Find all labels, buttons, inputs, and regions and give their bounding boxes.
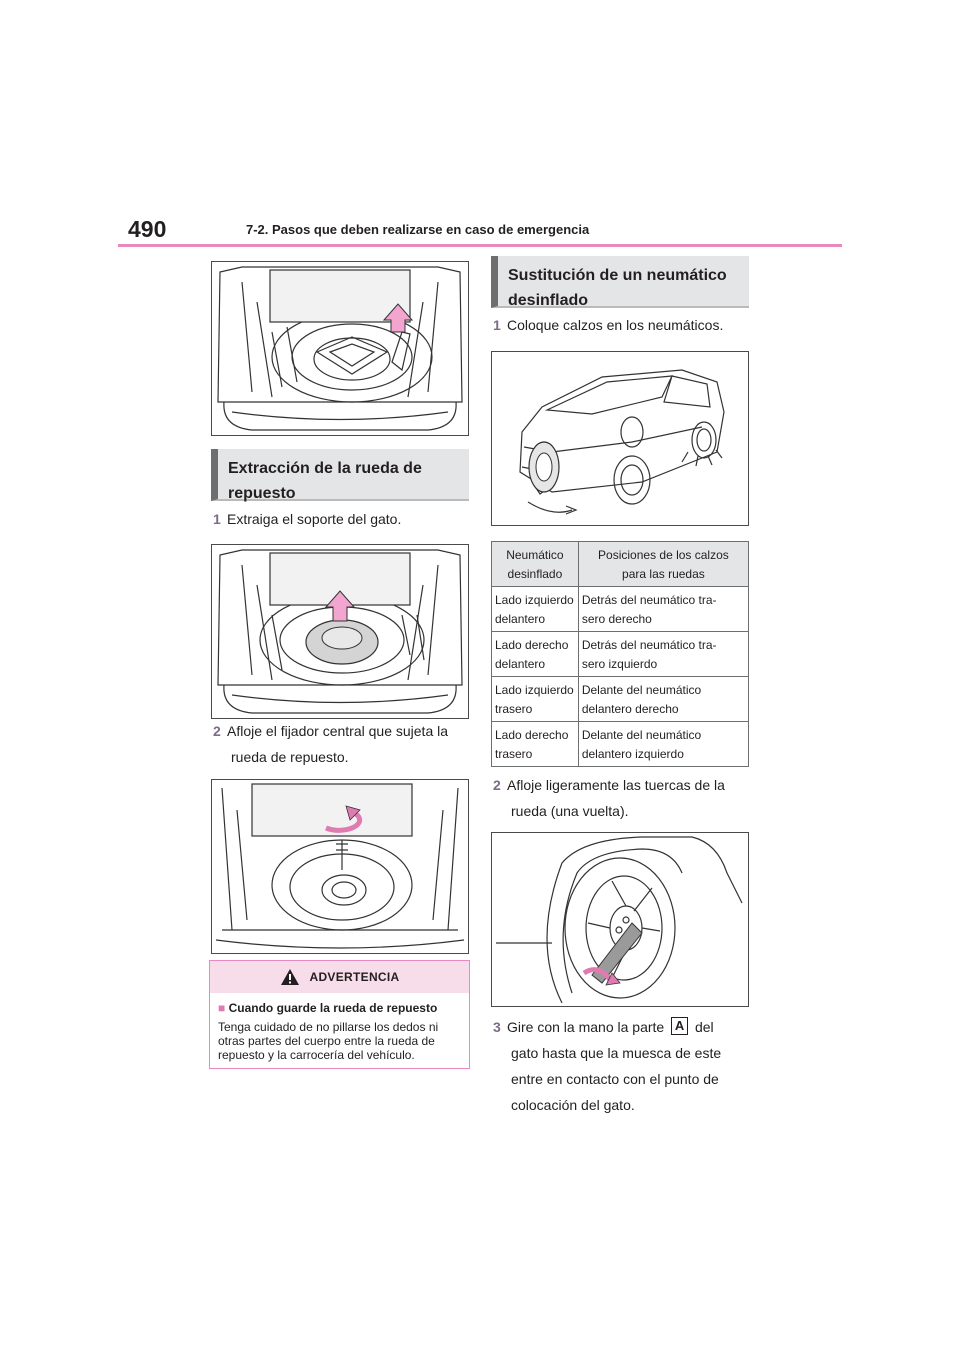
table-row: Lado derecho delantero Detrás del neumáti…	[491, 631, 750, 677]
table-cell: Detrás del neumático tra-sero derecho	[577, 586, 750, 632]
cell-line: Lado derecho	[495, 728, 569, 742]
trunk-jack-figure	[211, 261, 469, 436]
trunk-jack-illustration	[217, 266, 463, 431]
section-title-line2: desinflado	[508, 292, 589, 309]
table-row: Lado izquierdo trasero Delante del neumát…	[491, 676, 750, 722]
wheel-nuts-figure	[491, 832, 749, 1007]
table-row: Lado derecho trasero Delante del neumátic…	[491, 721, 750, 767]
cell-line: trasero	[495, 702, 533, 716]
table-header-row: Neumático desinflado Posiciones de los ca…	[491, 541, 750, 587]
step-text: Coloque calzos en los neumáticos.	[507, 317, 724, 333]
step-text-line1: Afloje el fijador central que sujeta la	[227, 723, 449, 739]
step-text-line3: entre en contacto con el punto de	[511, 1071, 719, 1087]
header-line2: para las ruedas	[622, 567, 705, 581]
table-header-cell: Neumático desinflado	[491, 541, 579, 587]
warning-title: ADVERTENCIA	[309, 970, 400, 984]
part-label-a: A	[671, 1017, 689, 1035]
step-text-line2: rueda de repuesto.	[231, 749, 349, 765]
section-title-line1: Sustitución de un neumático	[508, 267, 727, 284]
table-cell: Delante del neumático delantero izquierdo	[577, 721, 750, 767]
section-heading-flat-tire: Sustitución de un neumático desinflado	[491, 256, 749, 309]
step-1-left: 1 Extraiga el soporte del gato.	[213, 506, 469, 532]
table-cell: Lado izquierdo trasero	[491, 676, 579, 722]
step-2-left: 2 Afloje el fijador central que sujeta la…	[213, 718, 469, 770]
step-text-pre: Gire con la mano la parte	[507, 1019, 665, 1035]
cell-line: sero izquierdo	[581, 657, 658, 671]
step-text-line2: gato hasta que la muesca de este	[511, 1045, 722, 1061]
table-cell: Lado izquierdo delantero	[491, 586, 579, 632]
cell-line: delantero	[495, 612, 546, 626]
page-number: 490	[128, 216, 167, 242]
spare-tire-figure	[211, 779, 469, 954]
table-cell: Delante del neumático delantero derecho	[577, 676, 750, 722]
cell-line: delantero	[495, 657, 546, 671]
chapter-title: 7-2. Pasos que deben realizarse en caso …	[246, 222, 590, 237]
table-cell: Lado derecho trasero	[491, 721, 579, 767]
step-number: 1	[213, 511, 221, 527]
trunk-fastener-figure	[211, 544, 469, 719]
table-header-cell: Posiciones de los calzos para las ruedas	[577, 541, 750, 587]
warning-body: ■ Cuando guarde la rueda de repuesto Ten…	[210, 993, 469, 1070]
cell-line: Delante del neumático	[581, 728, 702, 742]
header-line1: Posiciones de los calzos	[598, 548, 729, 562]
step-text: Extraiga el soporte del gato.	[227, 511, 402, 527]
section-heading-spare-removal: Extracción de la rueda de repuesto	[211, 449, 469, 502]
header-line1: Neumático	[506, 548, 564, 562]
chock-positions-table: Neumático desinflado Posiciones de los ca…	[491, 541, 750, 767]
cell-line: Delante del neumático	[581, 683, 702, 697]
suv-chocks-figure	[491, 351, 749, 526]
step-number: 2	[213, 723, 221, 739]
cell-line: Detrás del neumático tra-	[581, 638, 717, 652]
cell-line: Lado derecho	[495, 638, 569, 652]
step-1-right: 1 Coloque calzos en los neumáticos.	[493, 312, 749, 338]
wheel-nuts-illustration	[496, 836, 743, 1004]
cell-line: delantero izquierdo	[581, 747, 684, 761]
spare-tire-illustration	[215, 783, 465, 949]
warning-triangle-icon	[280, 969, 299, 985]
table-cell: Detrás del neumático tra-sero izquierdo	[577, 631, 750, 677]
step-text-line4: colocación del gato.	[511, 1097, 635, 1113]
section-title-line1: Extracción de la rueda de	[228, 460, 422, 477]
warning-header: ADVERTENCIA	[210, 961, 469, 993]
section-title-line2: repuesto	[228, 485, 296, 502]
cell-line: Lado izquierdo	[495, 683, 574, 697]
cell-line: sero derecho	[581, 612, 652, 626]
warning-subtitle: Cuando guarde la rueda de repuesto	[228, 1001, 438, 1015]
step-text-line2: rueda (una vuelta).	[511, 803, 629, 819]
warning-text: Tenga cuidado de no pillarse los dedos n…	[218, 1020, 439, 1062]
header-line2: desinflado	[507, 567, 563, 581]
cell-line: Lado izquierdo	[495, 593, 574, 607]
warning-bullet: ■	[218, 1001, 226, 1015]
trunk-fastener-illustration	[217, 549, 463, 714]
table-row: Lado izquierdo delantero Detrás del neumá…	[491, 586, 750, 632]
step-2-right: 2 Afloje ligeramente las tuercas de la ru…	[493, 772, 749, 824]
cell-line: Detrás del neumático tra-	[581, 593, 717, 607]
step-3-right: 3 Gire con la mano la parte A del gato ha…	[493, 1014, 753, 1118]
warning-box: ADVERTENCIA ■ Cuando guarde la rueda de …	[209, 960, 470, 1069]
header-rule	[118, 244, 842, 247]
cell-line: trasero	[495, 747, 533, 761]
table-cell: Lado derecho delantero	[491, 631, 579, 677]
suv-chocks-illustration	[519, 369, 725, 515]
step-number: 3	[493, 1019, 501, 1035]
step-number: 2	[493, 777, 501, 793]
cell-line: delantero derecho	[581, 702, 679, 716]
step-text-post: del	[694, 1019, 714, 1035]
step-number: 1	[493, 317, 501, 333]
step-text-line1: Afloje ligeramente las tuercas de la	[507, 777, 725, 793]
